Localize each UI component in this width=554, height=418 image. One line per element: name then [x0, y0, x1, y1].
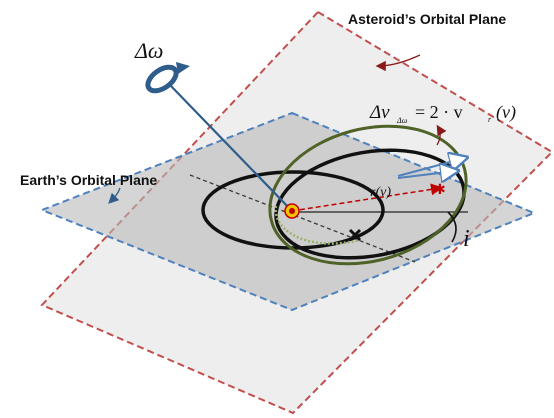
line-of-nodes [189, 174, 416, 263]
svg-text:Δv: Δv [369, 102, 390, 123]
cross-icon [348, 228, 362, 242]
svg-text:(ν): (ν) [496, 102, 516, 123]
rotation-arrow-icon [145, 62, 190, 94]
radius-label: r(ν) [370, 185, 391, 200]
svg-text:r: r [488, 115, 492, 124]
position-marker-icon: ✱ [434, 181, 446, 197]
asteroid-plane-pointer [375, 54, 421, 72]
earth-plane-label: Earth’s Orbital Plane [20, 172, 157, 188]
earth-plane-pointer [108, 187, 121, 204]
radius-vector [291, 183, 443, 212]
asteroid-plane-label: Asteroid’s Orbital Plane [348, 11, 506, 27]
sun-icon [284, 203, 300, 219]
delta-v-pointer-arrow [436, 124, 447, 146]
delta-v-equation: Δv Δω = 2 · v r (ν) [369, 102, 516, 125]
svg-text:= 2 · v: = 2 · v [415, 102, 463, 122]
velocity-vector-rotated [397, 171, 456, 178]
delta-omega-label: Δω [134, 38, 163, 63]
velocity-vector [397, 158, 465, 177]
rotated-orbit-dotted-arc [274, 205, 361, 245]
rotation-axis [169, 84, 293, 212]
inclination-label: i [463, 226, 470, 252]
inclination-arc [447, 211, 457, 243]
svg-text:Δω: Δω [396, 116, 408, 125]
tilted-orbit [274, 148, 466, 260]
